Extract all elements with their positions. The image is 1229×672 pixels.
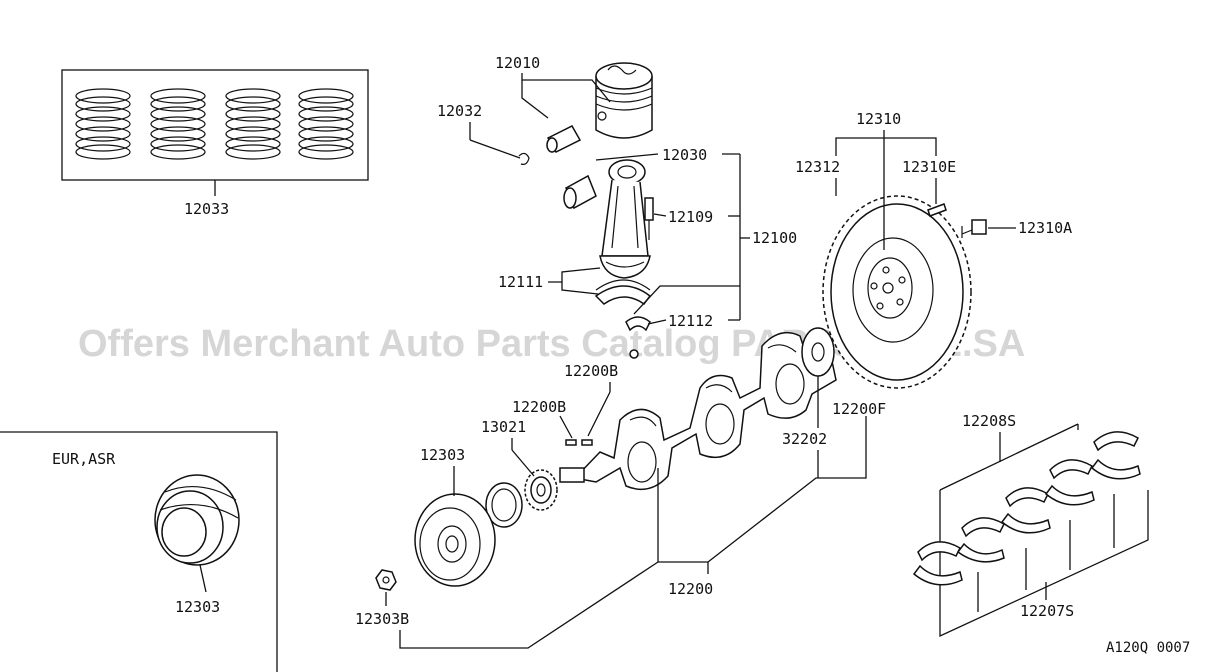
- part-label-12310A[interactable]: 12310A: [1018, 219, 1072, 237]
- piston-ring-set-icon[interactable]: [225, 88, 281, 160]
- bearing-shell-icon[interactable]: [1090, 431, 1141, 480]
- part-label-12310[interactable]: 12310: [856, 110, 901, 128]
- crank-rear-flange-icon[interactable]: [801, 327, 835, 377]
- main-bearings-group: 12208S 12207S: [912, 412, 1149, 638]
- piston-ring-set-icon[interactable]: [298, 88, 354, 160]
- part-label-12033[interactable]: 12033: [184, 200, 229, 218]
- bearing-shell-icon[interactable]: [912, 541, 963, 586]
- pulley-bolt-icon[interactable]: [375, 569, 397, 591]
- piston-icon[interactable]: [595, 62, 653, 139]
- part-label-12111[interactable]: 12111: [498, 273, 543, 291]
- part-label-12112[interactable]: 12112: [668, 312, 713, 330]
- piston-pin-icon[interactable]: [546, 125, 582, 153]
- part-label-12303[interactable]: 12303: [420, 446, 465, 464]
- part-label-12208S[interactable]: 12208S: [962, 412, 1016, 430]
- part-label-12010[interactable]: 12010: [495, 54, 540, 72]
- part-label-12310E[interactable]: 12310E: [902, 158, 956, 176]
- part-label-12207S[interactable]: 12207S: [1020, 602, 1074, 620]
- crank-sprocket-icon[interactable]: [524, 469, 558, 511]
- snap-ring-icon[interactable]: [518, 152, 530, 165]
- bearing-shell-icon[interactable]: [1044, 459, 1095, 506]
- rod-bearing-icon[interactable]: [594, 279, 652, 306]
- piston-ring-set-icon[interactable]: [150, 88, 206, 160]
- bearing-shell-icon[interactable]: [956, 517, 1005, 563]
- part-label-12200B-1[interactable]: 12200B: [564, 362, 618, 380]
- piston-rings-box: 12033: [61, 69, 369, 218]
- inset-title: EUR,ASR: [52, 450, 116, 468]
- connecting-rod-icon[interactable]: [599, 159, 651, 279]
- oil-seal-icon[interactable]: [485, 482, 523, 528]
- part-label-12303-eur[interactable]: 12303: [175, 598, 220, 616]
- rod-nut-icon[interactable]: [625, 316, 651, 332]
- part-label-12200F[interactable]: 12200F: [832, 400, 886, 418]
- dowel-icon[interactable]: [927, 203, 947, 217]
- figure-code: A120Q 0007: [1106, 640, 1190, 656]
- part-label-13021[interactable]: 13021: [481, 418, 526, 436]
- part-label-12312[interactable]: 12312: [795, 158, 840, 176]
- piston-ring-set-icon[interactable]: [75, 88, 131, 160]
- part-label-12200B-2[interactable]: 12200B: [512, 398, 566, 416]
- crankshaft-icon[interactable]: [559, 331, 837, 491]
- part-label-12200[interactable]: 12200: [668, 580, 713, 598]
- part-label-12109[interactable]: 12109: [668, 208, 713, 226]
- part-label-12303B[interactable]: 12303B: [355, 610, 409, 628]
- part-label-12100[interactable]: 12100: [752, 229, 797, 247]
- pulley-icon[interactable]: [154, 474, 240, 566]
- bearing-shell-icon[interactable]: [1000, 487, 1051, 534]
- flywheel-bolt-icon[interactable]: [961, 219, 987, 238]
- flywheel-icon[interactable]: [822, 195, 972, 389]
- rod-bolt-icon[interactable]: [644, 197, 654, 240]
- key-pin-icon[interactable]: [581, 439, 593, 446]
- key-pin-icon[interactable]: [565, 439, 577, 446]
- crank-pulley-icon[interactable]: [414, 493, 496, 587]
- part-label-12032[interactable]: 12032: [437, 102, 482, 120]
- piston-pin-bushing-icon[interactable]: [563, 174, 597, 210]
- dowel-pin-icon[interactable]: [629, 349, 639, 359]
- eur-asr-inset: EUR,ASR 12303: [0, 431, 278, 672]
- part-label-32202[interactable]: 32202: [782, 430, 827, 448]
- part-label-12030[interactable]: 12030: [662, 146, 707, 164]
